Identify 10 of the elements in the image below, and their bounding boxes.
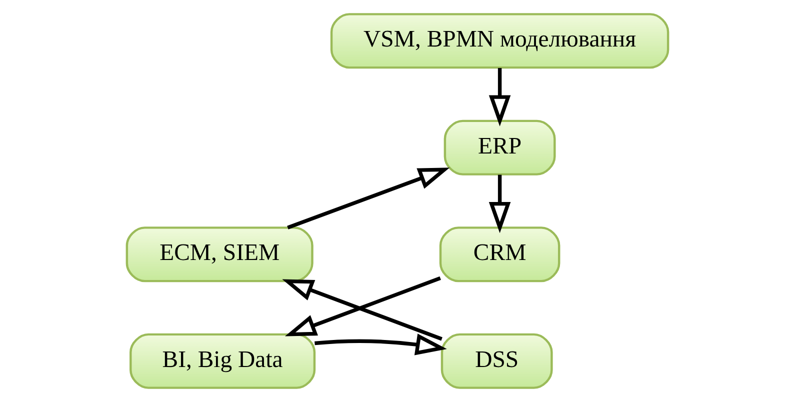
node-box: ERP (444, 120, 556, 176)
node-box: DSS (440, 333, 553, 389)
arrow (287, 168, 450, 230)
arrow (488, 174, 511, 234)
node-box: BI, Big Data (130, 333, 316, 389)
node-box: VSM, BPMN моделювання (330, 13, 670, 69)
arrow (314, 334, 447, 356)
arrow (488, 68, 511, 126)
node-box: CRM (439, 226, 560, 282)
node-box: ECM, SIEM (126, 226, 314, 282)
